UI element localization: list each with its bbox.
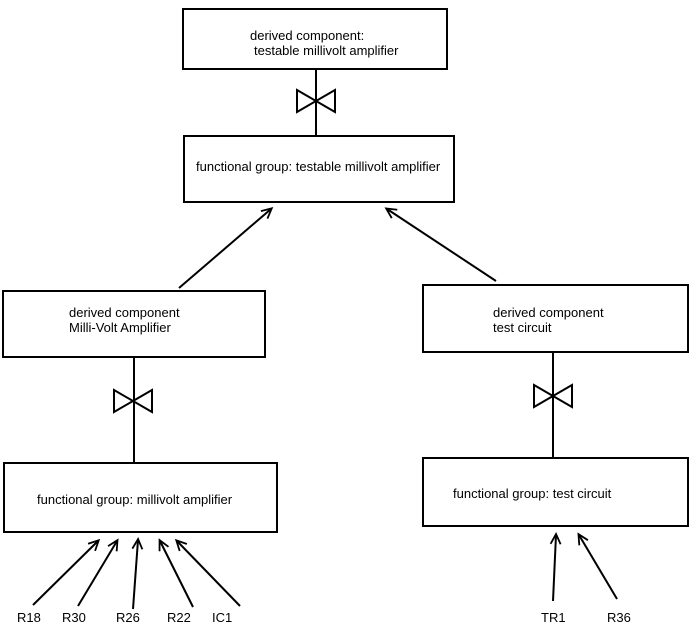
component-label-r22: R22 bbox=[167, 610, 191, 625]
arrow-tr1-to-fg-test bbox=[549, 531, 562, 602]
component-label-r30: R30 bbox=[62, 610, 86, 625]
box-derived-test-line1: derived component bbox=[493, 305, 604, 320]
arrow-ic1-to-fg-mva bbox=[174, 538, 241, 607]
bowtie-icon-top bbox=[296, 88, 336, 114]
box-derived-mva-line2: Milli-Volt Amplifier bbox=[69, 320, 171, 335]
component-label-tr1: TR1 bbox=[541, 610, 566, 625]
arrow-r30-to-fg-mva bbox=[77, 538, 119, 607]
bowtie-icon-left bbox=[113, 388, 153, 414]
box-derived-testable-amplifier: derived component: testable millivolt am… bbox=[182, 8, 448, 70]
component-label-r26: R26 bbox=[116, 610, 140, 625]
arrow-derived-mva-to-fg-testable bbox=[178, 207, 274, 289]
arrow-r26-to-fg-mva bbox=[131, 536, 144, 610]
box-derived-test-line2: test circuit bbox=[493, 320, 552, 335]
bowtie-icon-right bbox=[533, 383, 573, 409]
box-functional-group-testable-amplifier: functional group: testable millivolt amp… bbox=[183, 135, 455, 203]
arrow-r22-to-fg-mva bbox=[158, 538, 194, 608]
component-label-r18: R18 bbox=[17, 610, 41, 625]
box-fg-mva-label: functional group: millivolt amplifier bbox=[37, 492, 233, 507]
box-functional-group-millivolt-amplifier: functional group: millivolt amplifier bbox=[3, 462, 278, 533]
box-derived-testable-line1: derived component: bbox=[250, 28, 365, 43]
box-fg-testable-label: functional group: testable millivolt amp… bbox=[196, 159, 441, 174]
box-derived-testable-line2: testable millivolt amplifier bbox=[254, 43, 399, 58]
arrow-r18-to-fg-mva bbox=[32, 538, 101, 606]
component-label-ic1: IC1 bbox=[212, 610, 233, 625]
box-functional-group-test-circuit: functional group: test circuit bbox=[422, 457, 689, 527]
box-derived-milli-volt-amplifier: derived component Milli-Volt Amplifier bbox=[2, 290, 266, 358]
box-fg-test-label: functional group: test circuit bbox=[453, 486, 612, 501]
arrow-r36-to-fg-test bbox=[577, 532, 618, 600]
box-derived-mva-line1: derived component bbox=[69, 305, 180, 320]
component-label-r36: R36 bbox=[607, 610, 631, 625]
arrow-derived-test-to-fg-testable bbox=[384, 207, 497, 282]
box-derived-test-circuit: derived component test circuit bbox=[422, 284, 689, 353]
